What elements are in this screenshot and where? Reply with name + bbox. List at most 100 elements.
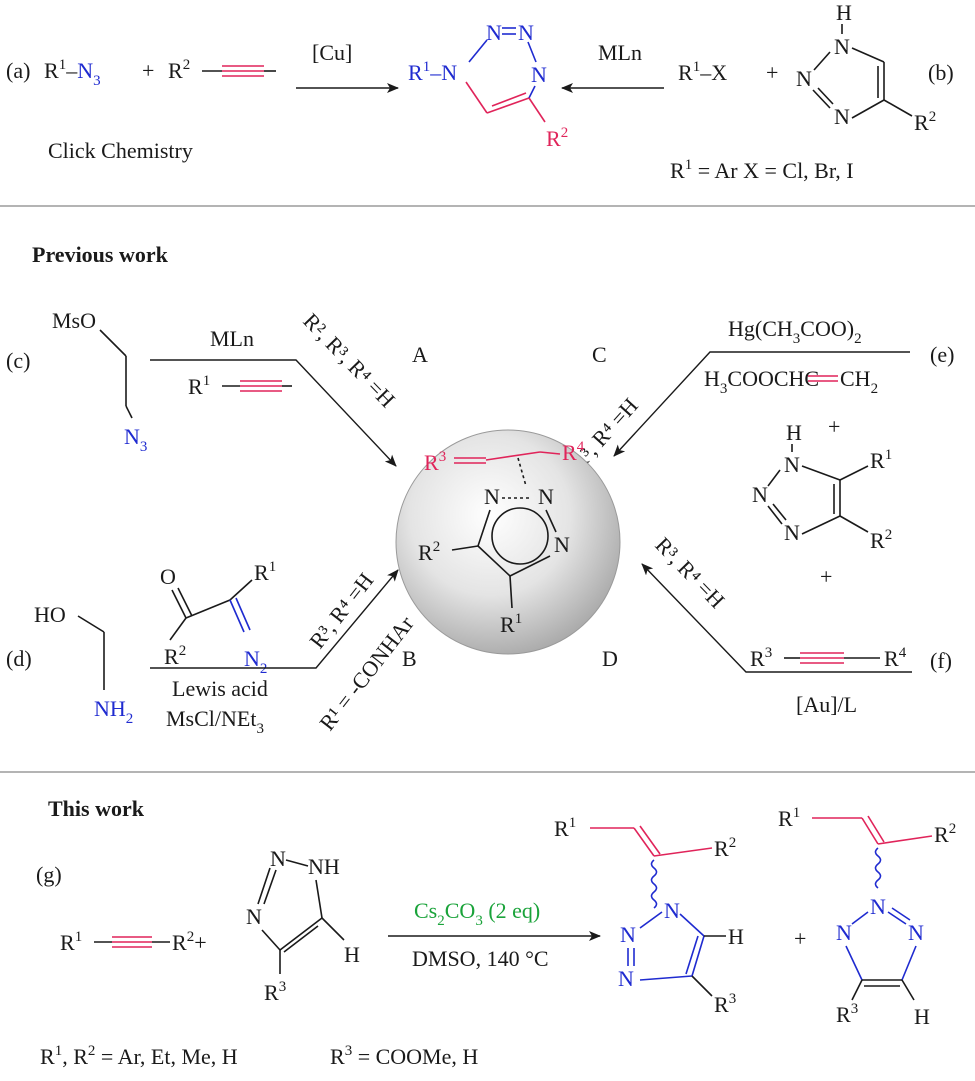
substituent-r1-r2: R (40, 1044, 55, 1069)
hg-acetate: Hg(CH (728, 316, 793, 341)
condition-b1: R³, R⁴ =H (304, 568, 378, 653)
svg-text:N: N (784, 452, 800, 477)
triazole-product-a: R1–N N N N R2 (408, 20, 568, 151)
svg-text:N3: N3 (124, 424, 147, 455)
lewis-acid: Lewis acid (172, 676, 268, 701)
svg-text:N: N (518, 20, 534, 45)
solvent-conditions: DMSO, 140 °C (412, 946, 549, 971)
nh-triazole-e: H N N N R1 R2 (752, 420, 892, 553)
svg-text:R3: R3 (714, 991, 736, 1017)
svg-text:R1: R1 (778, 805, 800, 831)
svg-text:R2: R2 (934, 821, 956, 847)
svg-text:N: N (246, 904, 262, 929)
mln-reagent-b: MLn (598, 40, 642, 65)
alkyne-triple-bond-g (94, 936, 170, 948)
alkyne-triple-bond-a (202, 65, 276, 77)
svg-text:R1–N: R1–N (408, 59, 457, 85)
svg-text:N: N (538, 484, 554, 509)
arrow-a-path (150, 359, 397, 467)
label-f: (f) (930, 648, 952, 673)
section-this-work: This work (g) R1 R2 + N NH N H R3 (36, 796, 956, 1069)
svg-text:R4: R4 (884, 645, 907, 671)
azide-n3: N (124, 424, 140, 449)
label-b: (b) (928, 60, 954, 85)
click-chemistry-caption: Click Chemistry (48, 138, 193, 163)
svg-text:R1: R1 (254, 559, 276, 585)
svg-text:R3 = COOMe, H: R3 = COOMe, H (330, 1043, 478, 1069)
svg-text:H3COOCHC: H3COOCHC (704, 366, 819, 397)
alkyne-r: R (168, 58, 183, 83)
rx-r: R (678, 60, 693, 85)
plus-e1: + (828, 414, 840, 439)
svg-text:Cs2CO3 (2 eq): Cs2CO3 (2 eq) (414, 898, 540, 929)
svg-text:R2: R2 (546, 125, 568, 151)
amine-nh2: NH (94, 696, 126, 721)
ho-group: HO (34, 602, 66, 627)
plus-b: + (766, 60, 778, 85)
svg-text:R2: R2 (870, 527, 892, 553)
svg-text:R1: R1 (870, 447, 892, 473)
svg-text:R1: R1 (500, 611, 522, 637)
svg-text:N: N (834, 34, 850, 59)
svg-text:N: N (484, 484, 500, 509)
cu-catalyst: [Cu] (312, 40, 352, 65)
svg-text:R2: R2 (714, 835, 736, 861)
svg-text:R1–X: R1–X (678, 59, 727, 85)
arrow-b-path (150, 569, 399, 669)
plus-a: + (142, 58, 154, 83)
diazo-ketone: O R2 R1 N2 (160, 559, 276, 677)
svg-text:R4: R4 (562, 439, 585, 465)
label-a: (a) (6, 58, 30, 83)
section-click-chemistry: (a) R1–N3 + R2 [Cu] Click Chemistry R1–N… (6, 0, 954, 183)
substituent-r3: R (330, 1044, 345, 1069)
this-work-heading: This work (48, 796, 145, 821)
svg-text:N: N (784, 520, 800, 545)
svg-text:CH2: CH2 (840, 366, 878, 397)
svg-text:R3: R3 (424, 449, 446, 475)
svg-text:R3: R3 (264, 979, 286, 1005)
label-g: (g) (36, 862, 62, 887)
svg-text:H: H (914, 1004, 930, 1029)
svg-text:N: N (531, 62, 547, 87)
svg-text:R3: R3 (836, 1001, 858, 1027)
letter-c: C (592, 342, 607, 367)
svg-text:N: N (664, 898, 680, 923)
svg-text:NH: NH (308, 854, 340, 879)
svg-text:R2: R2 (164, 643, 186, 669)
svg-text:N: N (908, 920, 924, 945)
svg-text:R2: R2 (418, 539, 440, 565)
svg-text:N: N (796, 66, 812, 91)
svg-text:R1 = Ar X = Cl, Br, I: R1 = Ar X = Cl, Br, I (670, 157, 854, 183)
plus-products: + (794, 926, 806, 951)
letter-b: B (402, 646, 417, 671)
label-e: (e) (930, 342, 954, 367)
previous-work-heading: Previous work (32, 242, 169, 267)
svg-text:N: N (618, 966, 634, 991)
svg-text:H: H (786, 420, 802, 445)
svg-text:O: O (160, 564, 176, 589)
svg-text:H: H (836, 0, 852, 25)
svg-text:N: N (554, 532, 570, 557)
arrow-c-path (613, 351, 910, 457)
svg-text:R1: R1 (60, 929, 82, 955)
section-previous-work: Previous work (c) MsO N3 MLn R1 R², R³, … (6, 242, 954, 737)
svg-text:Hg(CH3COO)2: Hg(CH3COO)2 (728, 316, 862, 347)
svg-text:N: N (870, 894, 886, 919)
arrow-d-path (641, 563, 912, 673)
label-d: (d) (6, 646, 32, 671)
svg-text:N: N (620, 922, 636, 947)
svg-text:MsCl/NEt3: MsCl/NEt3 (166, 706, 264, 737)
svg-text:N: N (752, 482, 768, 507)
svg-text:R2: R2 (168, 57, 190, 83)
mln-reagent-c: MLn (210, 326, 254, 351)
svg-text:N: N (486, 20, 502, 45)
svg-text:R1, R2 = Ar, Et, Me, H: R1, R2 = Ar, Et, Me, H (40, 1043, 238, 1069)
svg-text:R1–N3: R1–N3 (44, 57, 101, 89)
alkyne-triple-bond-c (222, 380, 292, 392)
svg-text:R1: R1 (188, 373, 210, 399)
svg-text:R2: R2 (914, 109, 936, 135)
svg-text:N: N (836, 920, 852, 945)
azide-r: R (44, 58, 59, 83)
condition-a: R², R³, R⁴ =H (298, 308, 400, 412)
